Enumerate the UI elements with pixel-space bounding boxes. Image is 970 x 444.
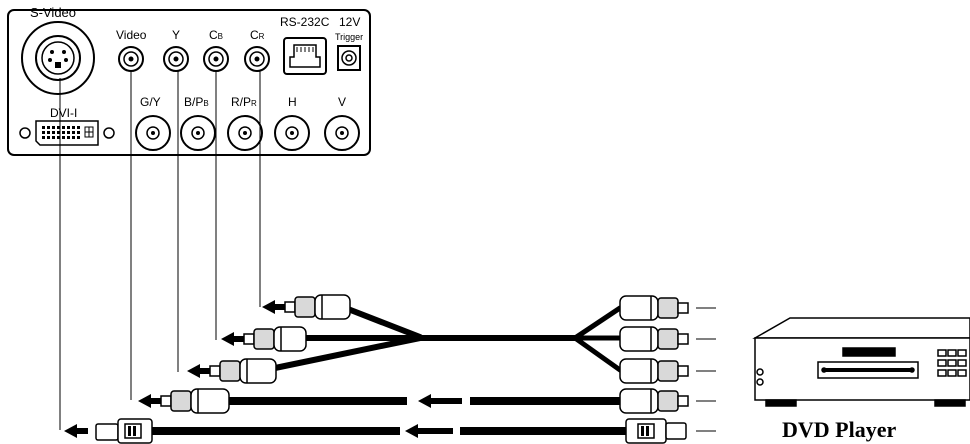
dvi-label: DVI-I bbox=[50, 106, 77, 120]
arrow-cb bbox=[221, 332, 245, 346]
arrow-y bbox=[187, 364, 211, 378]
video-jack bbox=[118, 46, 144, 72]
arrows bbox=[64, 300, 462, 438]
video-label: Video bbox=[116, 28, 147, 42]
svideo-label: S-Video bbox=[30, 5, 76, 20]
rca-plug-left-cr bbox=[284, 294, 351, 320]
arrow-svideo bbox=[64, 424, 88, 438]
arrow-cr bbox=[262, 300, 286, 314]
cb-label: CB bbox=[209, 28, 223, 42]
rca-plug-right-3 bbox=[619, 358, 689, 384]
bnc-bpb bbox=[180, 115, 216, 151]
v12-label: 12V bbox=[339, 15, 360, 29]
rca-plug-right-video bbox=[619, 388, 689, 414]
svideo-cable bbox=[150, 427, 626, 435]
arrow-video bbox=[138, 394, 162, 408]
dvi-port bbox=[19, 120, 115, 146]
rs232-label: RS-232C bbox=[280, 15, 330, 29]
svideo-plug-left bbox=[95, 418, 153, 444]
rpr-label: R/PR bbox=[231, 95, 257, 109]
bnc-v bbox=[324, 115, 360, 151]
rca-plug-right-2 bbox=[619, 326, 689, 352]
cr-label: CR bbox=[250, 28, 265, 42]
rca-plug-left-y bbox=[209, 358, 277, 384]
dvd-player-label: DVD Player bbox=[782, 417, 896, 442]
back-panel: S-Video Video Y CB CR bbox=[7, 5, 371, 156]
bnc-gy bbox=[135, 115, 171, 151]
y-label: Y bbox=[172, 28, 180, 42]
panel-outline bbox=[7, 9, 371, 156]
svideo-port bbox=[21, 21, 95, 95]
svideo-plug-right bbox=[625, 418, 687, 444]
h-label: H bbox=[288, 95, 297, 109]
rca-plug-right-1 bbox=[619, 295, 689, 321]
rca-plug-left-video bbox=[160, 388, 230, 414]
component-cable-bundle bbox=[272, 305, 623, 373]
gy-label: G/Y bbox=[140, 95, 161, 109]
dvd-player-illustration bbox=[752, 317, 970, 407]
cr-jack bbox=[244, 46, 270, 72]
composite-cable bbox=[227, 397, 620, 405]
arrow-mid-svideo bbox=[405, 424, 453, 438]
leader-lines bbox=[59, 70, 261, 430]
trigger-port bbox=[337, 45, 361, 71]
bnc-rpr bbox=[227, 115, 263, 151]
y-jack bbox=[163, 46, 189, 72]
trigger-label: Trigger bbox=[335, 32, 363, 42]
bpb-label: B/PB bbox=[184, 95, 209, 109]
rca-plug-left-cb bbox=[243, 326, 307, 352]
v-label: V bbox=[338, 95, 346, 109]
bnc-h bbox=[274, 115, 310, 151]
right-lead-lines bbox=[696, 307, 716, 432]
arrow-mid-video bbox=[418, 394, 462, 408]
rs232-port bbox=[283, 37, 327, 75]
cb-jack bbox=[203, 46, 229, 72]
